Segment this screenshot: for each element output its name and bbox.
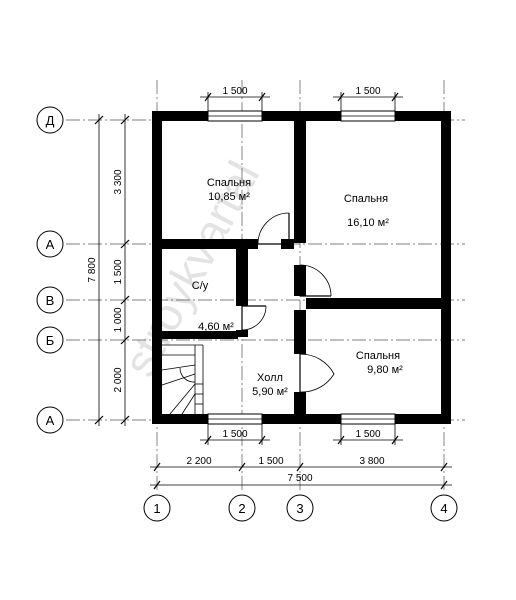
left-dimensions: 3 300 1 500 1 000 2 000 7 800 [87,114,130,426]
axis-label: Б [46,333,55,348]
dimension-label: 2 200 [186,456,211,467]
row-axis-markers: Д А В Б А [36,106,64,434]
staircase [161,344,204,415]
dimension-label: 1 500 [258,456,283,467]
axis-lines [66,80,465,492]
axis-label: 4 [440,501,447,516]
room-name: Холл [257,372,283,384]
axis-label: 1 [153,501,160,516]
window-top-right [340,110,396,122]
dimension-label: 1 500 [222,429,247,440]
axis-label: В [46,293,55,308]
walls [152,111,451,424]
room-name: С/у [192,280,209,292]
dimension-label: 1 000 [113,307,124,332]
room-area: 9,80 м² [367,364,403,376]
axis-label: 3 [296,501,303,516]
column-axis-markers: 1 2 3 4 [143,494,458,522]
room-area: 16,10 м² [347,217,389,229]
axis-label: А [46,413,55,428]
room-area: 10,85 м² [208,191,250,203]
dimension-label: 1 500 [355,86,380,97]
dimension-label: 1 500 [222,86,247,97]
windows [207,110,396,425]
dimension-label: 1 500 [355,429,380,440]
dimension-label: 3 800 [359,456,384,467]
room-labels: Спальня 10,85 м² Спальня 16,10 м² С/у 4,… [192,177,403,398]
window-bottom-right [340,413,396,425]
dimension-label: 2 000 [113,367,124,392]
room-area: 4,60 м² [198,321,234,333]
dimension-label: 3 300 [113,169,124,194]
axis-label: А [46,237,55,252]
window-dimensions: 1 500 1 500 1 500 1 500 [200,86,403,445]
axis-label: 2 [238,501,245,516]
axis-label: Д [46,113,55,128]
dimension-label: 7 500 [287,473,312,484]
door-bedroom-1 [257,212,290,245]
door-bedroom-3 [299,353,335,393]
room-name: Спальня [356,350,400,362]
window-bottom-left [207,413,263,425]
dimension-label: 7 800 [87,257,98,282]
bottom-dimensions: 2 200 1 500 3 800 7 500 [150,456,452,490]
room-name: Спальня [207,177,251,189]
door-bathroom [241,305,267,331]
room-name: Спальня [344,193,388,205]
window-top-left [207,110,263,122]
room-area: 5,90 м² [252,386,288,398]
doors [241,212,335,393]
door-bedroom-2 [299,264,332,297]
dimension-label: 1 500 [113,259,124,284]
